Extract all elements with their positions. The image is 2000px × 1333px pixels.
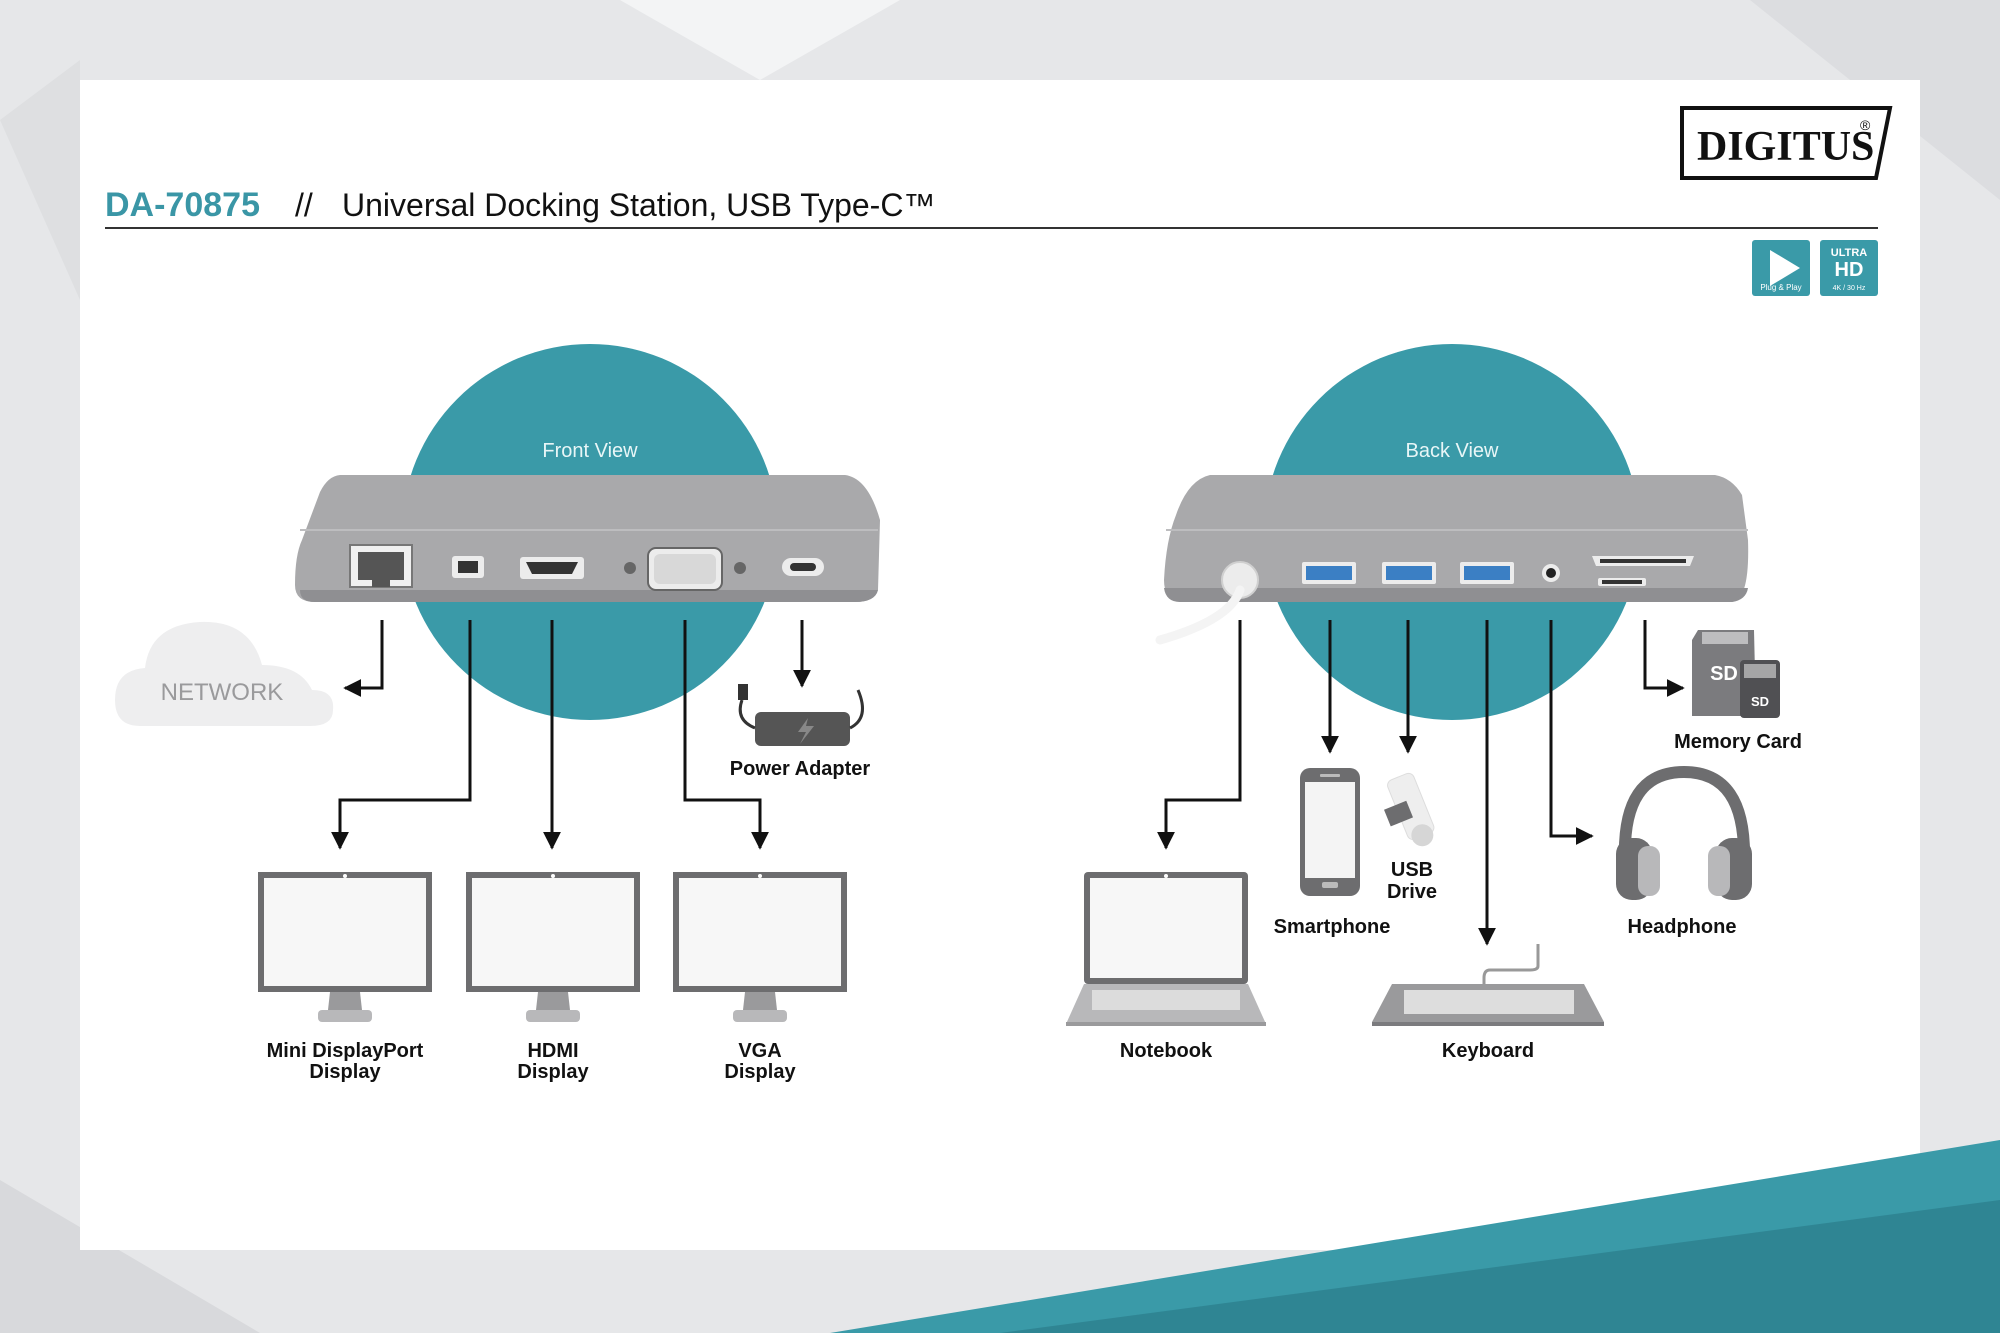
svg-text:4K / 30 Hz: 4K / 30 Hz	[1833, 285, 1866, 292]
vga-display-label-1: VGA	[738, 1040, 781, 1062]
header-separator: //	[295, 187, 313, 223]
usb-port-2	[1382, 562, 1436, 584]
memory-card-arrow	[1643, 620, 1685, 697]
memory-card-icon: SD SD	[1692, 630, 1780, 718]
hdmi-display-label-1: HDMI	[527, 1040, 578, 1062]
hdmi-port	[520, 557, 584, 579]
usb-drive-label-2: Drive	[1387, 881, 1437, 903]
model-number: DA-70875	[105, 186, 260, 224]
smartphone-label: Smartphone	[1274, 916, 1391, 938]
logo-text: DIGITUS	[1697, 124, 1874, 170]
usb-port-1	[1302, 562, 1356, 584]
hdmi-display-icon	[466, 872, 640, 1022]
usb-drive-label-1: USB	[1391, 859, 1433, 881]
svg-text:HD: HD	[1835, 259, 1864, 281]
plug-play-badge: Plug & Play	[1752, 240, 1810, 296]
usb-drive-icon	[1384, 772, 1435, 847]
ethernet-port	[349, 544, 413, 588]
front-view-title: Front View	[542, 440, 638, 462]
vga-port	[624, 547, 746, 591]
plug-play-label: Plug & Play	[1760, 283, 1801, 292]
headphone-arrow	[1549, 620, 1594, 845]
power-adapter-label: Power Adapter	[730, 758, 871, 780]
headphone-label: Headphone	[1628, 916, 1737, 938]
page-title: Universal Docking Station, USB Type-C™	[342, 187, 935, 223]
header: DA-70875 // Universal Docking Station, U…	[105, 186, 1878, 229]
usb-c-cable	[1155, 561, 1259, 645]
mdp-display-label-2: Display	[309, 1061, 381, 1083]
mini-displayport-port	[452, 556, 484, 578]
vga-arrow	[683, 620, 769, 850]
vga-display-label-2: Display	[724, 1061, 796, 1083]
card-reader-slots	[1592, 556, 1694, 586]
back-view: Back View	[1066, 344, 1802, 1062]
audio-jack	[1542, 564, 1560, 582]
network-cloud: NETWORK	[115, 621, 334, 726]
logo-registered: ®	[1860, 117, 1871, 133]
mdp-display-icon	[258, 872, 432, 1022]
network-arrow	[343, 620, 384, 697]
hdmi-display-label-2: Display	[517, 1061, 589, 1083]
usb-port-3	[1460, 562, 1514, 584]
keyboard-label: Keyboard	[1442, 1040, 1534, 1062]
memory-card-label: Memory Card	[1674, 731, 1802, 753]
notebook-icon	[1066, 872, 1266, 1026]
usb-c-port	[782, 558, 824, 576]
ultra-hd-badge: ULTRA HD 4K / 30 Hz	[1820, 240, 1878, 296]
front-dock	[295, 475, 880, 602]
keyboard-icon	[1372, 944, 1604, 1026]
notebook-arrow	[1157, 620, 1242, 850]
digitus-logo: DIGITUS ®	[1680, 106, 1893, 180]
front-view: Front View	[115, 344, 880, 1083]
headphone-icon	[1616, 765, 1752, 900]
power-adapter-icon: Power Adapter	[730, 684, 871, 780]
vga-display-icon	[673, 872, 847, 1022]
network-label: NETWORK	[161, 679, 284, 706]
notebook-label: Notebook	[1120, 1040, 1213, 1062]
mdp-display-label-1: Mini DisplayPort	[267, 1040, 424, 1062]
back-view-title: Back View	[1405, 440, 1499, 462]
sd-card-label: SD	[1710, 663, 1738, 685]
smartphone-icon	[1300, 768, 1360, 896]
micro-sd-label: SD	[1751, 694, 1769, 709]
svg-text:ULTRA: ULTRA	[1831, 247, 1868, 259]
plug-play-icon	[1770, 250, 1800, 286]
mdp-arrow	[331, 620, 472, 850]
